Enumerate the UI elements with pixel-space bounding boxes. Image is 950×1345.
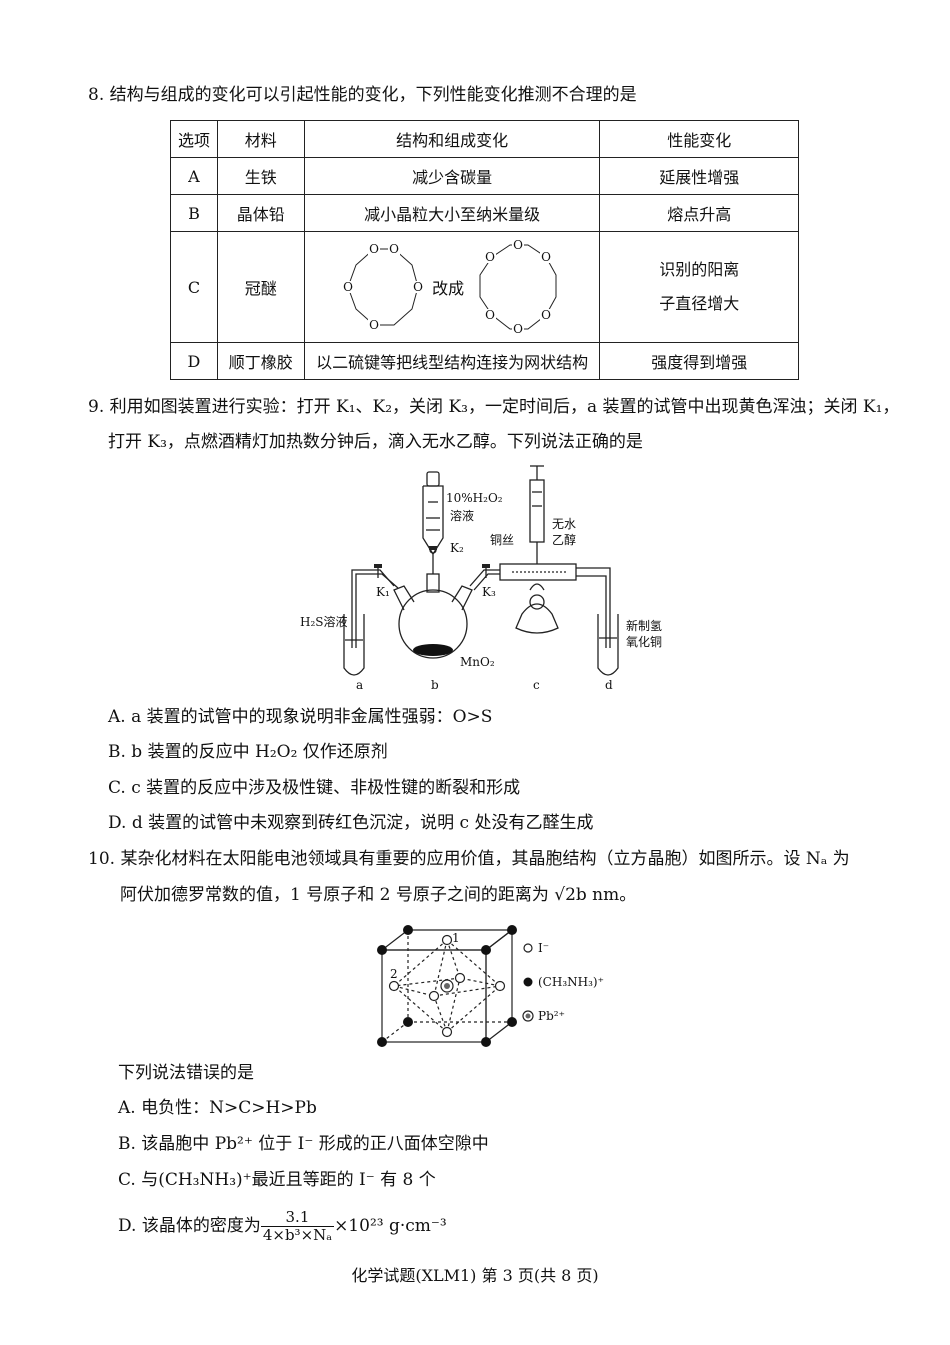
q10-option-d-suffix: ×10²³ g·cm⁻³ xyxy=(334,1216,447,1236)
label-b: b xyxy=(431,678,439,692)
ethanol-label: 无水 xyxy=(552,517,576,531)
row-d-performance: 强度得到增强 xyxy=(599,342,799,380)
q9-option-b: B. b 装置的反应中 H₂O₂ 仅作还原剂 xyxy=(108,742,388,762)
label-c: c xyxy=(533,678,540,692)
row-a-material: 生铁 xyxy=(216,157,305,195)
q10-option-a: A. 电负性：N>C>H>Pb xyxy=(118,1098,317,1118)
crown-o: O xyxy=(413,280,423,294)
q9-option-d: D. d 装置的试管中未观察到砖红色沉淀，说明 c 处没有乙醛生成 xyxy=(108,813,594,833)
q9-stem-line2: 打开 K₃，点燃酒精灯加热数分钟后，滴入无水乙醇。下列说法正确的是 xyxy=(108,432,643,452)
page-footer: 化学试题(XLM1) 第 3 页(共 8 页) xyxy=(351,1266,599,1285)
q9-stem-line1: 9. 利用如图装置进行实验：打开 K₁、K₂，关闭 K₃，一定时间后，a 装置的… xyxy=(88,397,900,417)
cuoh2-label: 新制氢 xyxy=(626,618,662,633)
row-d-change: 以二硫键等把线型结构连接为网状结构 xyxy=(303,342,601,380)
row-d-option: D xyxy=(170,342,218,380)
row-c-material: 冠醚 xyxy=(216,231,305,343)
header-performance: 性能变化 xyxy=(599,120,799,158)
row-a-change: 减少含碳量 xyxy=(303,157,601,195)
crown-o: O xyxy=(343,280,353,294)
ethanol-label: 乙醇 xyxy=(552,532,576,547)
row-b-material: 晶体铅 xyxy=(216,194,305,232)
header-material: 材料 xyxy=(216,120,305,158)
label-d: d xyxy=(605,678,613,692)
q10-stem-line2: 阿伏加德罗常数的值，1 号原子和 2 号原子之间的距离为 √2b nm。 xyxy=(120,885,637,905)
row-c-perf-line1: 识别的阳离 xyxy=(659,260,740,279)
row-c-option: C xyxy=(170,231,218,343)
crown-ether-large-diagram: O O O O O O xyxy=(479,239,557,335)
row-c-performance: 识别的阳离 子直径增大 xyxy=(599,231,799,343)
q8-stem: 8. 结构与组成的变化可以引起性能的变化，下列性能变化推测不合理的是 xyxy=(88,85,637,105)
q10-stem-line1: 10. 某杂化材料在太阳能电池领域具有重要的应用价值，其晶胞结构（立方晶胞）如图… xyxy=(88,849,850,869)
label-a: a xyxy=(356,678,363,692)
legend-iodide-marker xyxy=(523,943,533,953)
crown-o: O xyxy=(541,250,551,264)
q10-option-c: C. 与(CH₃NH₃)⁺最近且等距的 I⁻ 有 8 个 xyxy=(118,1170,436,1190)
row-b-performance: 熔点升高 xyxy=(599,194,799,232)
q9-option-a: A. a 装置的试管中的现象说明非金属性强弱：O>S xyxy=(108,707,493,727)
h2o2-label: 溶液 xyxy=(450,508,474,523)
crown-o: O xyxy=(485,308,495,322)
k1-label: K₁ xyxy=(376,585,390,599)
table-row: D 顺丁橡胶 以二硫键等把线型结构连接为网状结构 强度得到增强 xyxy=(170,342,799,380)
legend-iodide: I⁻ xyxy=(538,941,549,955)
header-option: 选项 xyxy=(170,120,218,158)
q10-unit-cell-diagram: 1 2 I⁻ (CH₃NH₃)⁺ Pb²⁺ xyxy=(377,925,604,1047)
crown-ether-small-diagram: O O O O O xyxy=(342,242,425,332)
crown-o: O xyxy=(369,318,379,332)
q9-option-c: C. c 装置的反应中涉及极性键、非极性键的断裂和形成 xyxy=(108,778,521,798)
row-c-perf-line2: 子直径增大 xyxy=(659,294,740,313)
q9-apparatus-diagram: 10%H₂O₂ 溶液 K₂ K₁ K₃ 铜丝 无水 乙醇 H₂S溶液 MnO₂ … xyxy=(300,465,662,692)
q10-question: 下列说法错误的是 xyxy=(118,1063,254,1083)
row-a-option: A xyxy=(170,157,218,195)
row-a-performance: 延展性增强 xyxy=(599,157,799,195)
row-d-material: 顺丁橡胶 xyxy=(216,342,305,380)
table-row: A 生铁 减少含碳量 延展性增强 xyxy=(170,157,799,195)
crown-o: O xyxy=(513,239,523,252)
crown-o: O xyxy=(389,242,399,256)
atom-label-1: 1 xyxy=(452,931,460,945)
cuoh2-label: 氧化铜 xyxy=(626,634,662,649)
copper-label: 铜丝 xyxy=(490,532,514,547)
h2s-label: H₂S溶液 xyxy=(300,614,348,629)
crown-o: O xyxy=(485,250,495,264)
row-b-change: 减小晶粒大小至纳米量级 xyxy=(303,194,601,232)
h2o2-label: 10%H₂O₂ xyxy=(446,491,503,505)
header-change: 结构和组成变化 xyxy=(303,120,601,158)
row-c-change: O O O O O 改成 O O O O xyxy=(303,231,601,343)
density-numerator: 3.1 xyxy=(260,1209,335,1227)
table-row: C 冠醚 O O O O O 改成 xyxy=(170,231,799,343)
q10-option-b: B. 该晶胞中 Pb²⁺ 位于 I⁻ 形成的正八面体空隙中 xyxy=(118,1134,489,1154)
k3-label: K₃ xyxy=(482,585,496,599)
atom-label-2: 2 xyxy=(390,967,398,981)
k2-label: K₂ xyxy=(450,541,464,555)
mno2-label: MnO₂ xyxy=(460,655,495,669)
q10-option-d-prefix: D. 该晶体的密度为 xyxy=(118,1216,261,1236)
row-b-option: B xyxy=(170,194,218,232)
legend-lead: Pb²⁺ xyxy=(538,1009,565,1023)
crown-o: O xyxy=(541,308,551,322)
crown-o: O xyxy=(369,242,379,256)
legend-ch3nh3: (CH₃NH₃)⁺ xyxy=(538,975,604,989)
legend-ch3nh3-marker xyxy=(523,977,533,987)
density-denominator: 4×b³×Nₐ xyxy=(262,1226,333,1244)
table-row: B 晶体铅 减小晶粒大小至纳米量级 熔点升高 xyxy=(170,194,799,232)
change-word: 改成 xyxy=(432,279,465,298)
q8-table-header: 选项 材料 结构和组成变化 性能变化 xyxy=(170,120,799,158)
crown-o: O xyxy=(513,322,523,335)
q8-table: 选项 材料 结构和组成变化 性能变化 A 生铁 减少含碳量 延展性增强 B 晶体… xyxy=(170,120,799,380)
